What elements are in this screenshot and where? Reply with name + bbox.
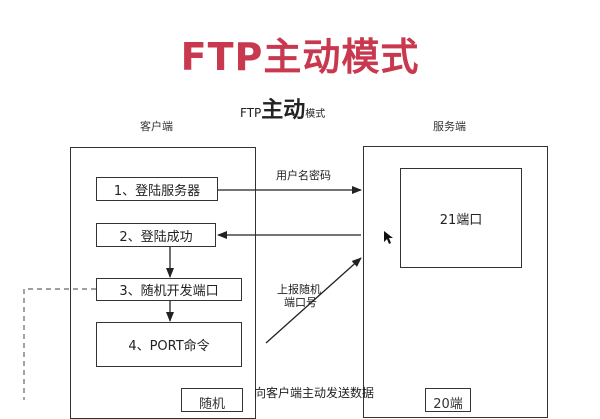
client-label: 客户端 — [140, 120, 173, 133]
client-step-1-label: 1、登陆服务器 — [113, 183, 201, 199]
client-step-3: 3、随机开发端口 — [96, 278, 242, 301]
client-step-2: 2、登陆成功 — [96, 223, 216, 247]
diagram-title-emphasis: 主动 — [261, 98, 306, 123]
server-port-21-box: 21端口 — [400, 168, 522, 268]
diagram-title-prefix: FTP — [240, 106, 262, 120]
arrow-report-port — [265, 257, 362, 344]
credentials-label: 用户名密码 — [276, 169, 331, 182]
report-port-label-line1: 上报随机 — [277, 283, 321, 296]
client-step-1: 1、登陆服务器 — [96, 177, 218, 201]
diagram-title-suffix: 模式 — [305, 109, 326, 120]
dashed-port-link — [23, 288, 96, 400]
report-port-label-line2: 端口号 — [284, 296, 317, 309]
connector-lines — [23, 186, 393, 400]
client-step-2-label: 2、登陆成功 — [119, 229, 193, 245]
page-title: FTP主动模式 — [180, 35, 420, 79]
server-send-data-label: 向客户端主动发送数据 — [254, 386, 375, 400]
server-port-21-label: 21端口 — [439, 212, 483, 228]
cursor-icon — [384, 231, 393, 244]
client-step-4: 4、PORT命令 — [96, 322, 242, 367]
server-label: 服务端 — [433, 120, 466, 133]
client-step-3-label: 3、随机开发端口 — [119, 284, 219, 299]
diagram-title: FTP主动模式 — [240, 92, 325, 124]
client-step-4-label: 4、PORT命令 — [128, 339, 210, 354]
